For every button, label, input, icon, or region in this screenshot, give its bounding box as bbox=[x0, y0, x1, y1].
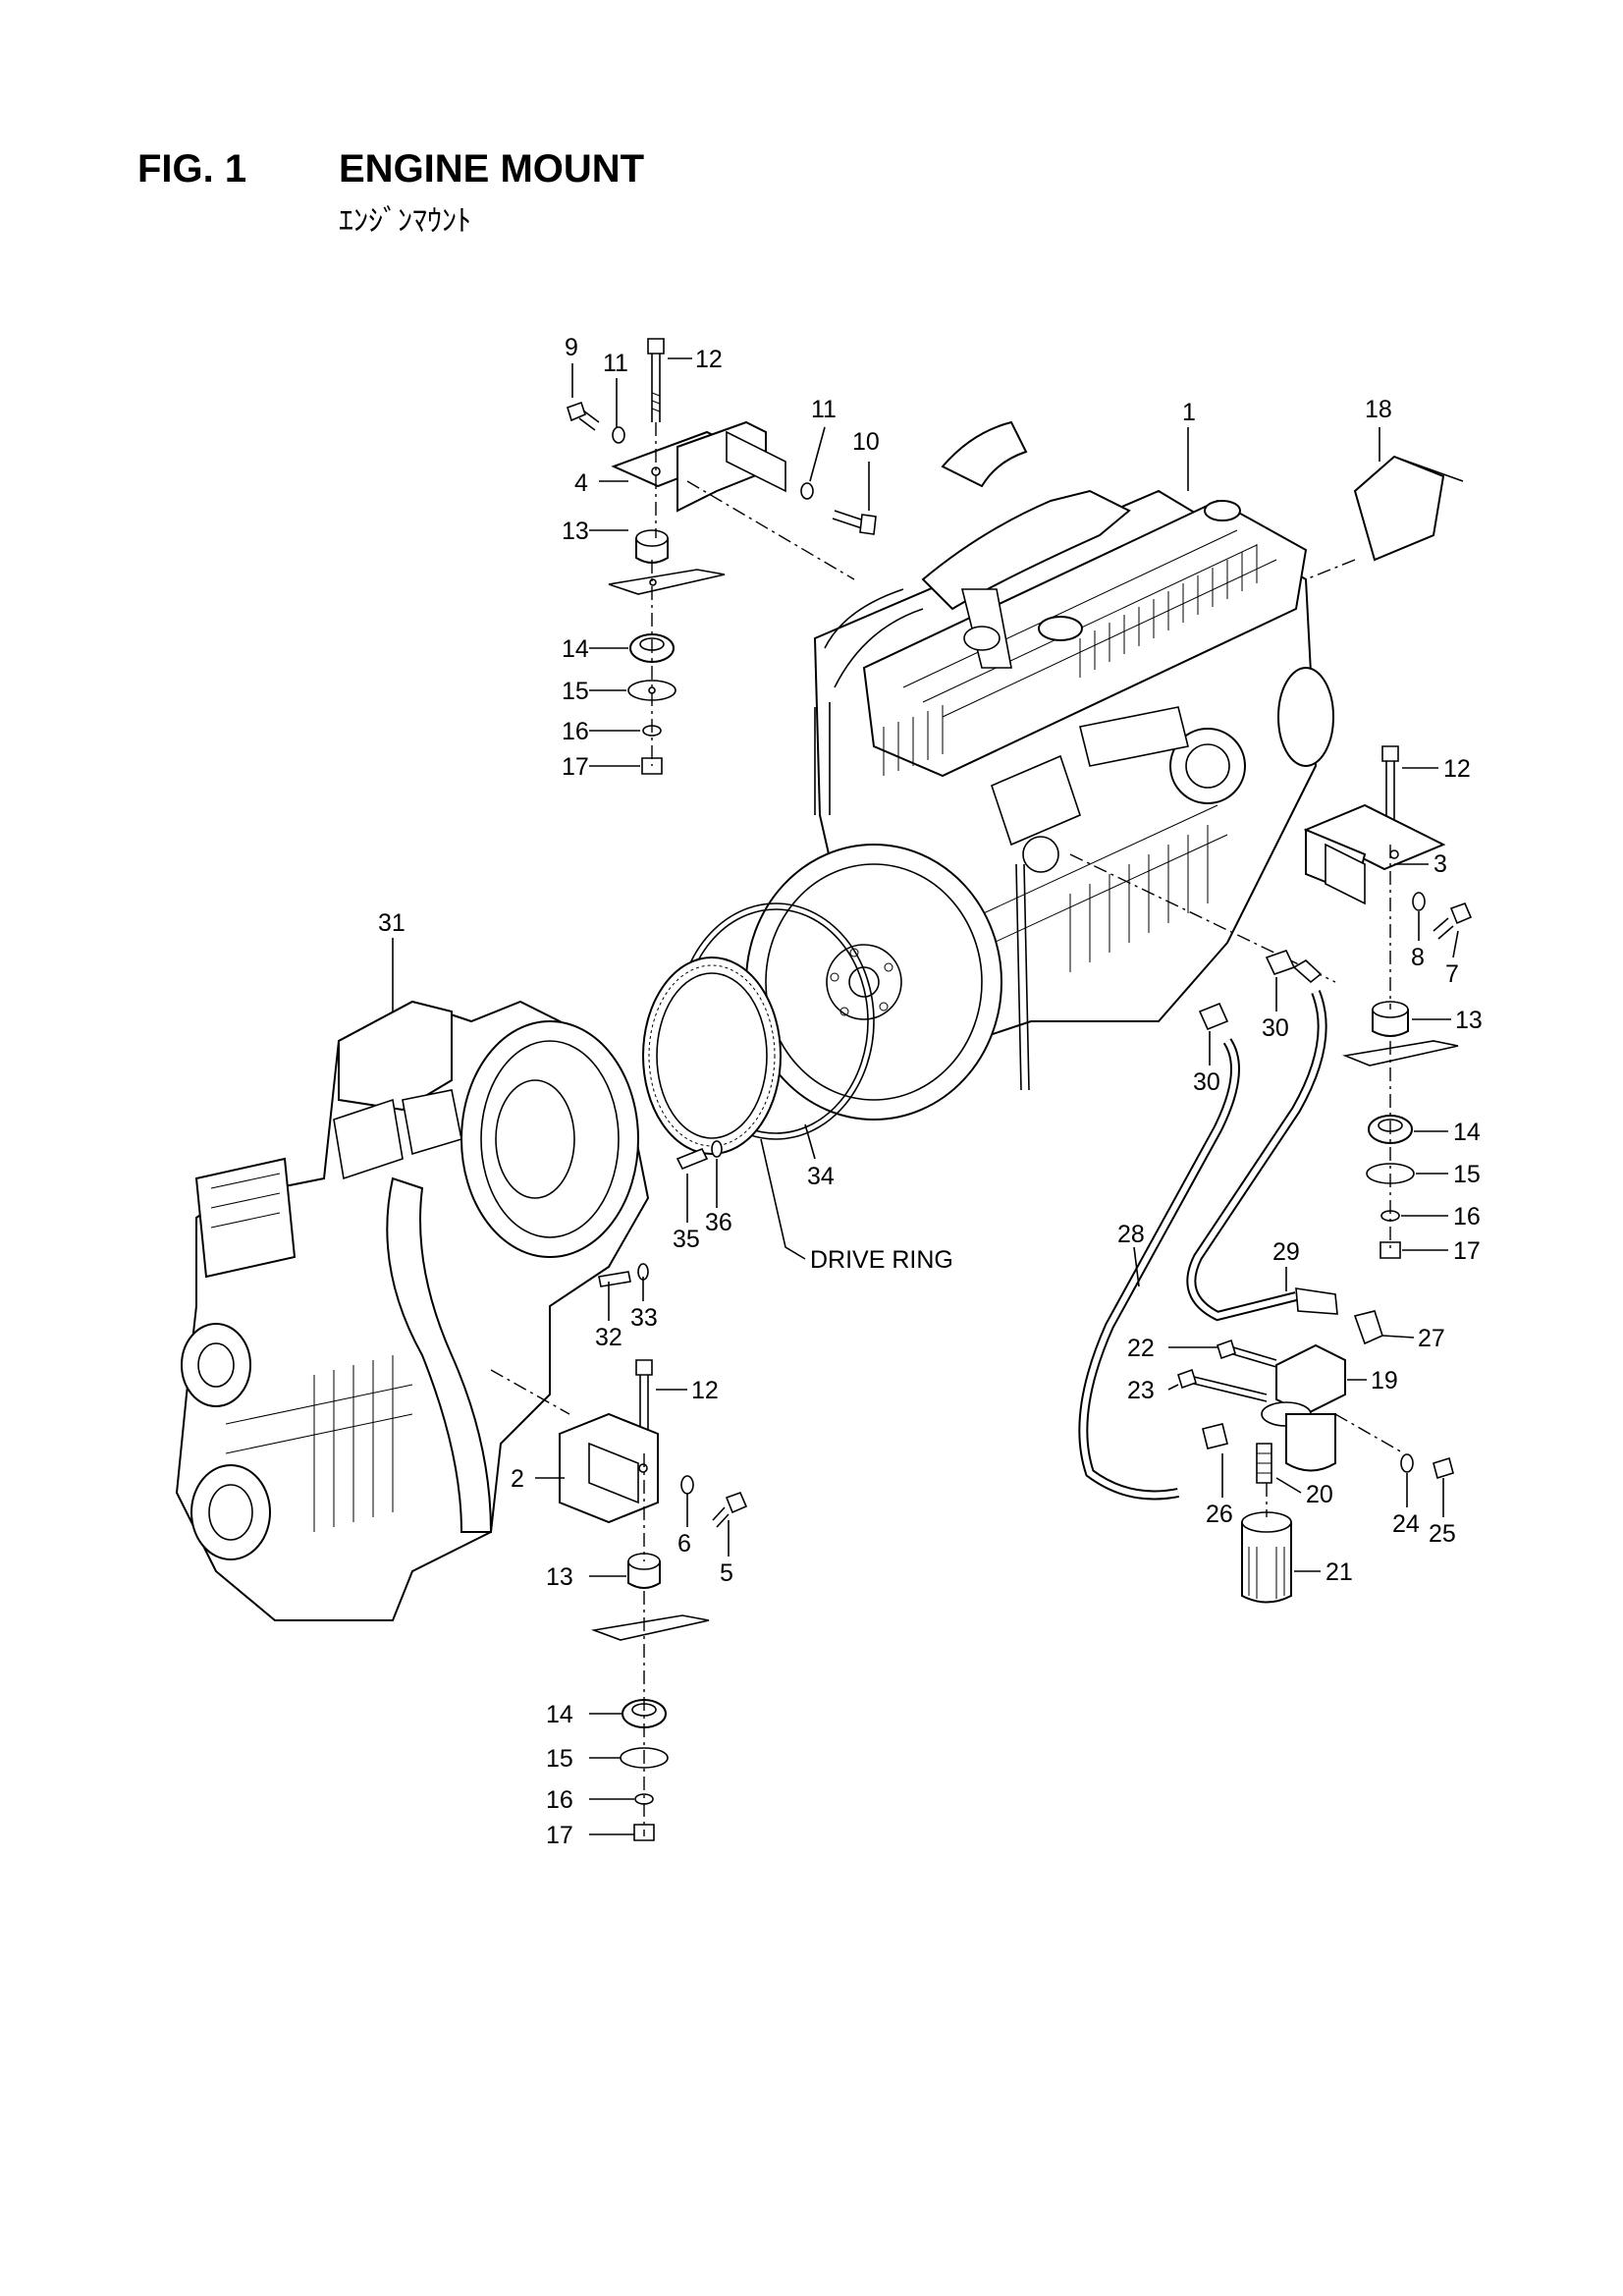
callout-8: 8 bbox=[1411, 944, 1425, 971]
callout-4: 4 bbox=[574, 469, 588, 497]
callout-22: 22 bbox=[1127, 1335, 1155, 1362]
callout-16: 16 bbox=[546, 1786, 573, 1814]
callout-7: 7 bbox=[1445, 960, 1459, 988]
callout-12: 12 bbox=[1443, 755, 1471, 783]
callout-35: 35 bbox=[673, 1226, 700, 1253]
callout-15: 15 bbox=[562, 678, 589, 705]
callout-12: 12 bbox=[695, 346, 723, 373]
upper-left-mount bbox=[567, 338, 877, 775]
callout-36: 36 bbox=[705, 1209, 732, 1236]
callout-14: 14 bbox=[1453, 1119, 1481, 1146]
callout-11: 11 bbox=[811, 396, 837, 423]
callout-17: 17 bbox=[546, 1822, 573, 1849]
callout-15: 15 bbox=[1453, 1161, 1481, 1188]
callout-16: 16 bbox=[562, 718, 589, 745]
callout-10: 10 bbox=[852, 428, 880, 456]
callout-19: 19 bbox=[1371, 1367, 1398, 1394]
callout-15: 15 bbox=[546, 1745, 573, 1773]
callout-labels: 9 11 12 11 10 1 18 4 13 14 15 16 17 12 3… bbox=[378, 334, 1483, 1849]
callout-3: 3 bbox=[1434, 850, 1447, 878]
callout-32: 32 bbox=[595, 1324, 622, 1351]
callout-20: 20 bbox=[1306, 1481, 1333, 1508]
callout-2: 2 bbox=[511, 1465, 524, 1493]
callout-26: 26 bbox=[1206, 1501, 1233, 1528]
callout-31: 31 bbox=[378, 909, 406, 937]
callout-17: 17 bbox=[1453, 1237, 1481, 1265]
callout-30: 30 bbox=[1262, 1014, 1289, 1042]
callout-21: 21 bbox=[1325, 1558, 1353, 1586]
callout-14: 14 bbox=[562, 635, 589, 663]
callout-34: 34 bbox=[807, 1163, 835, 1190]
callout-6: 6 bbox=[677, 1530, 691, 1558]
callout-27: 27 bbox=[1418, 1325, 1445, 1352]
callout-13: 13 bbox=[562, 518, 589, 545]
callout-18: 18 bbox=[1365, 396, 1392, 423]
figure-title-japanese: ｴﾝｼﾞﾝﾏｳﾝﾄ bbox=[339, 205, 471, 238]
callout-29: 29 bbox=[1272, 1238, 1300, 1266]
callout-13: 13 bbox=[1455, 1007, 1483, 1034]
callout-drive-ring: DRIVE RING bbox=[810, 1246, 953, 1274]
flywheel-assembly bbox=[642, 844, 1002, 1171]
lower-mount bbox=[490, 1359, 748, 1841]
callout-14: 14 bbox=[546, 1701, 573, 1728]
right-mount bbox=[1069, 745, 1473, 1259]
callout-33: 33 bbox=[630, 1304, 658, 1332]
figure-number: FIG. 1 bbox=[137, 147, 247, 191]
callout-11: 11 bbox=[603, 350, 628, 377]
callout-16: 16 bbox=[1453, 1203, 1481, 1230]
callout-13: 13 bbox=[546, 1563, 573, 1591]
callout-25: 25 bbox=[1429, 1520, 1456, 1548]
marine-gearbox bbox=[175, 1000, 650, 1621]
callout-23: 23 bbox=[1127, 1377, 1155, 1404]
oil-filter-assembly bbox=[1078, 950, 1454, 1604]
exhaust-cover bbox=[1305, 455, 1464, 580]
callout-9: 9 bbox=[565, 334, 578, 361]
callout-5: 5 bbox=[720, 1559, 733, 1587]
callout-30: 30 bbox=[1193, 1068, 1220, 1096]
callout-17: 17 bbox=[562, 753, 589, 781]
callout-12: 12 bbox=[691, 1377, 719, 1404]
leader-lines bbox=[392, 357, 1459, 1835]
callout-24: 24 bbox=[1392, 1510, 1420, 1538]
callout-1: 1 bbox=[1182, 399, 1196, 426]
callout-28: 28 bbox=[1117, 1221, 1145, 1248]
figure-title: ENGINE MOUNT bbox=[339, 147, 645, 191]
